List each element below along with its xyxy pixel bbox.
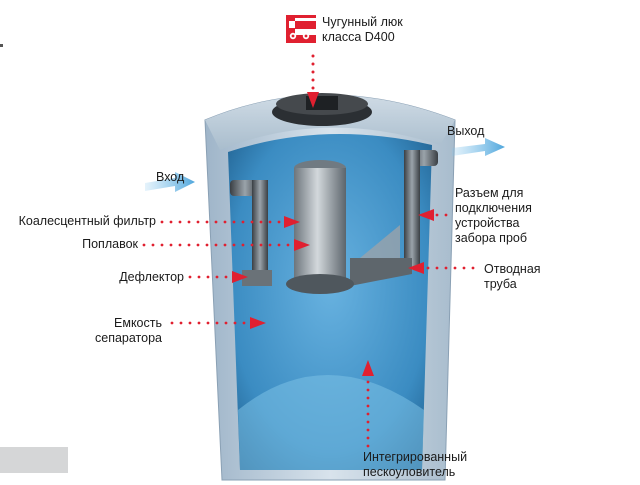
label-sampling-line3: устройства xyxy=(455,216,520,230)
label-manhole-line1: Чугунный люк xyxy=(322,15,403,29)
edge-mark xyxy=(0,44,3,47)
leader-manhole xyxy=(307,54,319,108)
leader-outlet-pipe xyxy=(408,262,475,274)
label-outlet: Выход xyxy=(447,124,485,138)
label-separator-tank: Емкость сепаратора xyxy=(95,316,162,346)
label-sampling-line2: подключения xyxy=(455,201,532,215)
label-separator-tank-line1: Емкость xyxy=(114,316,162,330)
label-coalescent-filter: Коалесцентный фильтр xyxy=(18,214,156,228)
label-sand-trap-line2: пескоуловитель xyxy=(363,465,456,479)
leader-float xyxy=(142,239,310,251)
label-separator-tank-line2: сепаратора xyxy=(95,331,162,345)
leader-deflector xyxy=(188,271,248,283)
truck-load-icon xyxy=(286,15,316,43)
leader-tank xyxy=(170,317,266,329)
label-outlet-pipe-line1: Отводная xyxy=(484,262,541,276)
leader-lines xyxy=(142,54,475,448)
label-inlet: Вход xyxy=(156,170,185,184)
corner-gray-box xyxy=(0,447,68,473)
leader-sandtrap xyxy=(362,360,374,448)
label-outlet-pipe: Отводная труба xyxy=(484,262,541,292)
label-float: Поплавок xyxy=(82,237,138,251)
label-manhole-line2: класса D400 xyxy=(322,30,395,44)
label-sand-trap: Интегрированный пескоуловитель xyxy=(363,450,467,480)
label-sand-trap-line1: Интегрированный xyxy=(363,450,468,464)
label-sampling-connector: Разъем для подключения устройства забора… xyxy=(455,186,532,246)
leader-filter xyxy=(160,216,300,228)
label-deflector: Дефлектор xyxy=(119,270,184,284)
label-outlet-pipe-line2: труба xyxy=(484,277,517,291)
leader-sampling xyxy=(418,209,448,221)
label-sampling-line4: забора проб xyxy=(455,231,528,245)
label-sampling-line1: Разъем для xyxy=(455,186,524,200)
label-manhole: Чугунный люк класса D400 xyxy=(322,15,403,45)
